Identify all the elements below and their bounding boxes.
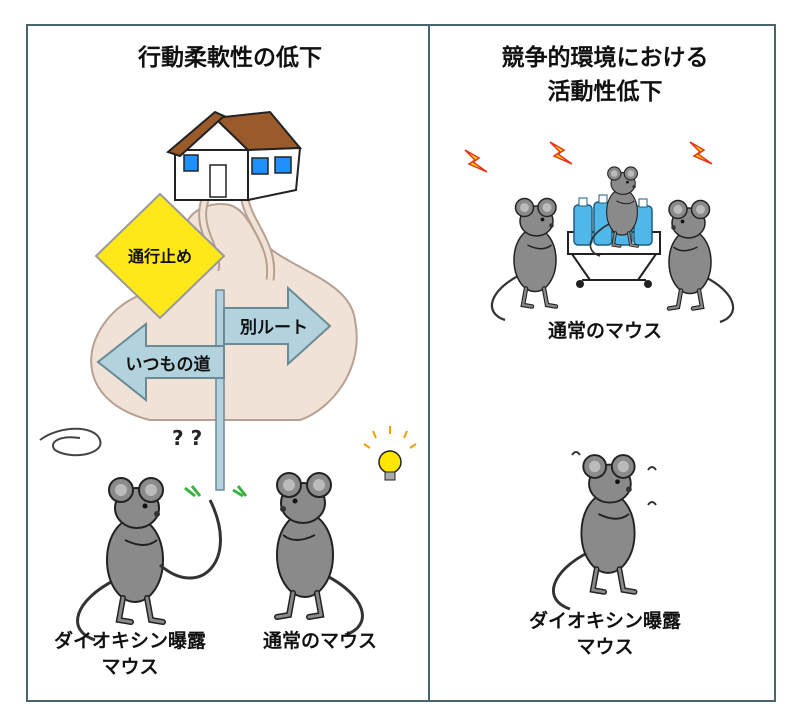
panel-divider (428, 24, 430, 702)
question-marks: ? ? (172, 426, 202, 450)
left-exposed-label-line2: マウス (101, 656, 159, 678)
grass-icon (184, 485, 248, 498)
lightning-icon (549, 141, 573, 165)
arrow-usual-text: いつもの道 (126, 354, 211, 375)
sign-closed-text: 通行止め (128, 247, 192, 266)
right-normal-label: 通常のマウス (547, 320, 662, 342)
right-panel-title-line1: 競争的環境における (501, 45, 709, 71)
right-exposed-label-line1: ダイオキシン曝露 (528, 610, 681, 632)
lightning-icon (689, 141, 713, 165)
competing-mouse-right-icon (669, 201, 733, 323)
normal-mouse-icon (277, 473, 362, 635)
worry-lines (571, 451, 657, 506)
road-closed-sign (94, 192, 226, 320)
arrow-alternate-text: 別ルート (239, 318, 308, 338)
arrow-alternate-route (223, 285, 332, 367)
right-exposed-label-line2: マウス (576, 636, 634, 658)
right-panel-title-line2: 活動性低下 (547, 79, 663, 105)
competing-mouse-left-icon (492, 199, 556, 321)
left-normal-label: 通常のマウス (262, 630, 377, 652)
lightbulb-icon (363, 426, 417, 481)
exposed-mouse-icon (78, 478, 163, 640)
confusion-swirl-icon (39, 427, 102, 457)
lightning-icon (464, 149, 488, 173)
cart-icon (567, 231, 661, 288)
arrow-usual-route (96, 321, 225, 403)
house-icon (166, 110, 303, 202)
left-panel-title: 行動柔軟性の低下 (138, 45, 322, 71)
withdrawn-mouse-icon (553, 455, 634, 609)
signpost-pole (215, 289, 225, 491)
left-exposed-label-line1: ダイオキシン曝露 (53, 630, 206, 652)
